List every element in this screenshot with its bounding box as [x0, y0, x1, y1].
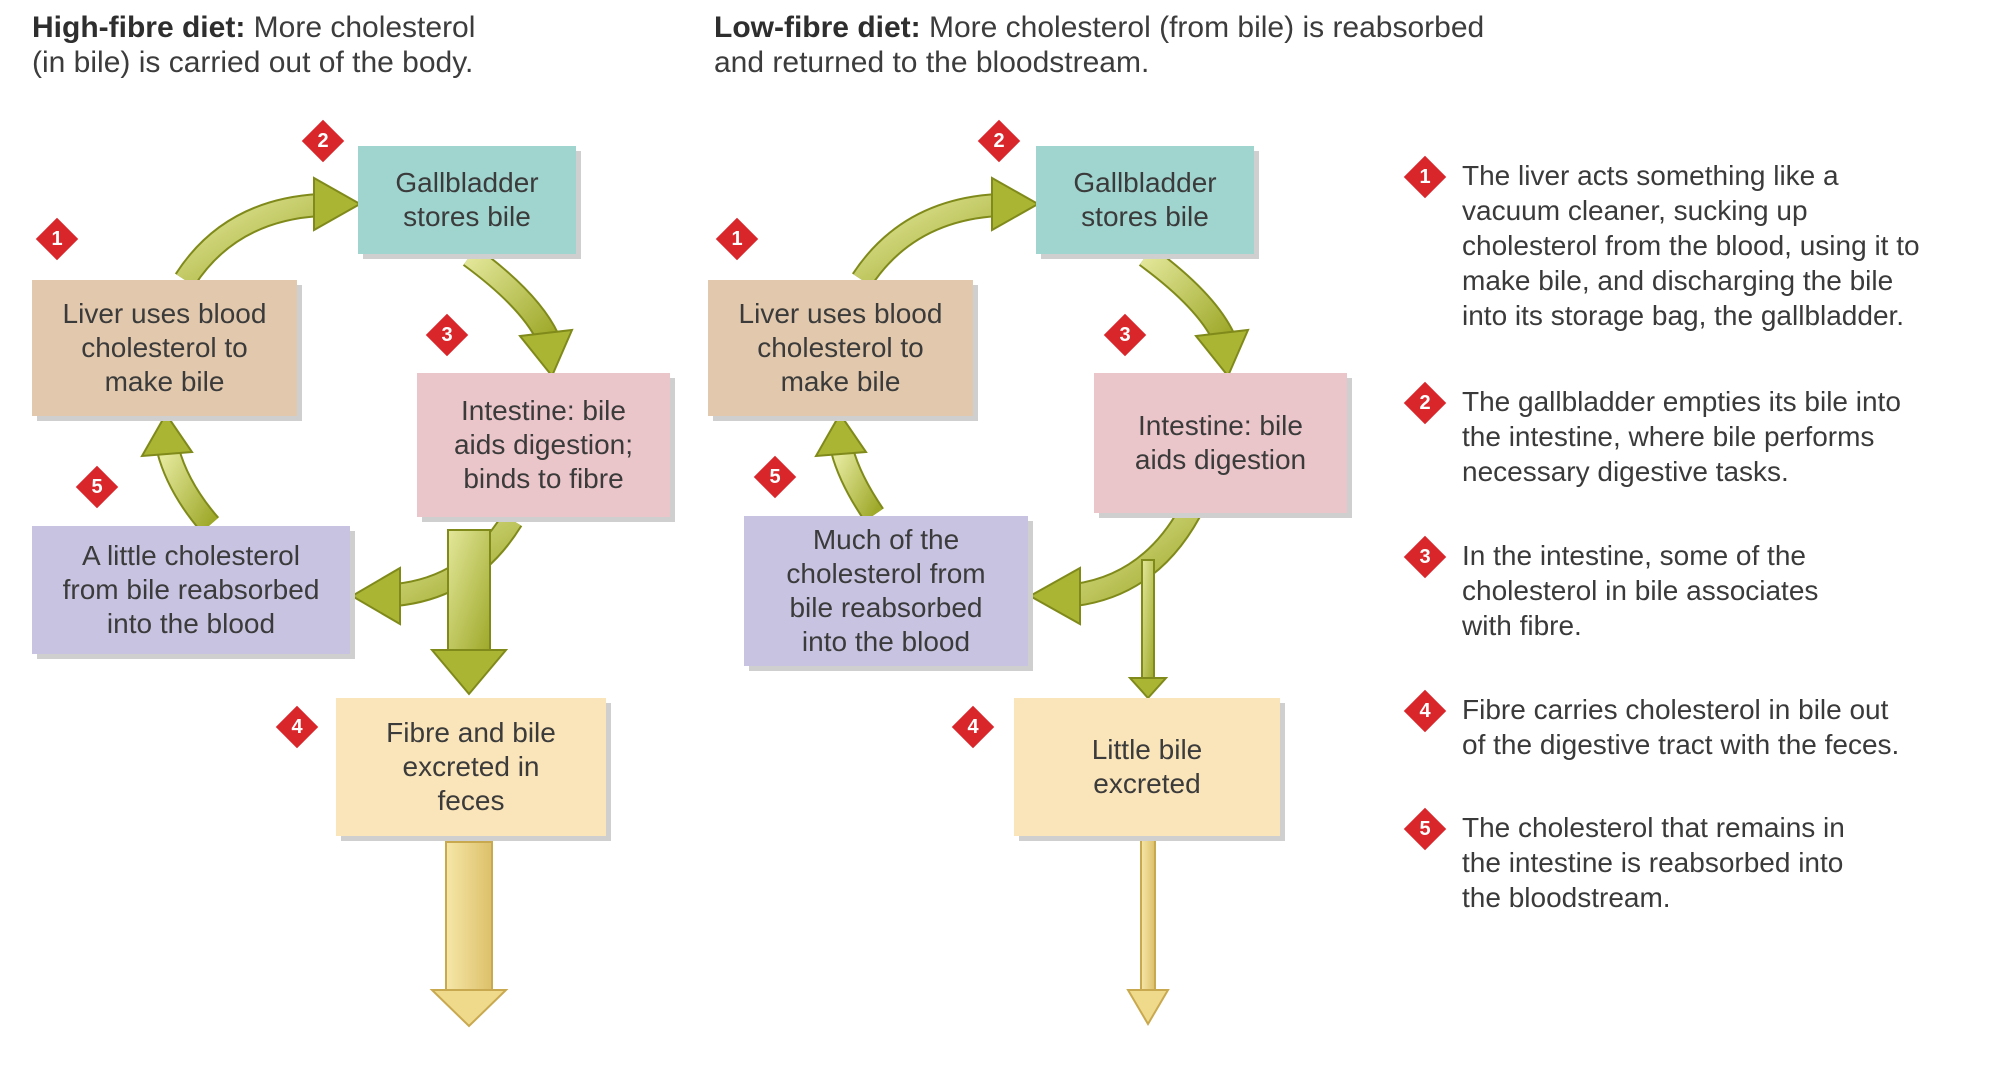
high-fibre-intestine-box: Intestine: bile aids digestion; binds to…: [417, 373, 670, 517]
high-fibre-badge-2: 2: [301, 119, 345, 163]
low-fibre-reabsorbed-box: Much of the cholesterol from bile reabso…: [744, 516, 1028, 666]
high-fibre-reabsorbed-box: A little cholesterol from bile reabsorbe…: [32, 526, 350, 654]
high-fibre-heading: High-fibre diet: More cholesterol (in bi…: [32, 10, 592, 80]
high-fibre-title-bold: High-fibre diet:: [32, 11, 246, 44]
low-fibre-liver-box: Liver uses blood cholesterol to make bil…: [708, 280, 973, 416]
low-fibre-badge-1: 1: [715, 217, 759, 261]
low-fibre-excreted-box: Little bile excreted: [1014, 698, 1280, 836]
legend-note-1: The liver acts something like a vacuum c…: [1462, 160, 1920, 331]
low-fibre-badge-3: 3: [1103, 313, 1147, 357]
low-fibre-title-bold: Low-fibre diet:: [714, 11, 921, 44]
legend-badge-2: 2: [1403, 381, 1447, 425]
high-fibre-badge-1: 1: [35, 217, 79, 261]
low-fibre-arrows: [814, 176, 1250, 1026]
arrow-excreted-out-low: [1140, 839, 1156, 991]
low-fibre-intestine-box: Intestine: bile aids digestion: [1094, 373, 1347, 513]
low-fibre-gallbladder-box: Gallbladder stores bile: [1036, 146, 1254, 254]
high-fibre-excreted-box: Fibre and bile excreted in feces: [336, 698, 606, 836]
legend-note-4: Fibre carries cholesterol in bile out of…: [1462, 694, 1900, 760]
low-fibre-badge-4: 4: [951, 705, 995, 749]
legend-badge-3: 3: [1403, 535, 1447, 579]
legend-badge-4: 4: [1403, 689, 1447, 733]
low-fibre-heading: Low-fibre diet: More cholesterol (from b…: [714, 10, 1614, 80]
legend-badge-5: 5: [1403, 807, 1447, 851]
high-fibre-title-line2: (in bile) is carried out of the body.: [32, 46, 474, 79]
low-fibre-title-line2: and returned to the bloodstream.: [714, 46, 1150, 79]
legend-note-2: The gallbladder empties its bile into th…: [1462, 386, 1901, 487]
low-fibre-title-rest: More cholesterol (from bile) is reabsorb…: [920, 11, 1485, 44]
low-fibre-badge-5: 5: [753, 455, 797, 499]
legend-badge-1: 1: [1403, 155, 1447, 199]
high-fibre-arrows: [140, 176, 574, 1028]
high-fibre-title-rest: More cholesterol: [245, 11, 476, 44]
high-fibre-liver-box: Liver uses blood cholesterol to make bil…: [32, 280, 297, 416]
high-fibre-gallbladder-box: Gallbladder stores bile: [358, 146, 576, 254]
arrow-excreted-out: [445, 841, 493, 993]
low-fibre-badge-2: 2: [977, 119, 1021, 163]
legend-note-5: The cholesterol that remains in the inte…: [1462, 812, 1845, 913]
arrow-intestine-to-excreted-low: [1141, 559, 1155, 681]
arrow-intestine-to-excreted: [447, 529, 491, 651]
high-fibre-badge-5: 5: [75, 465, 119, 509]
high-fibre-badge-3: 3: [425, 313, 469, 357]
legend-note-3: In the intestine, some of the cholestero…: [1462, 540, 1819, 641]
high-fibre-badge-4: 4: [275, 705, 319, 749]
